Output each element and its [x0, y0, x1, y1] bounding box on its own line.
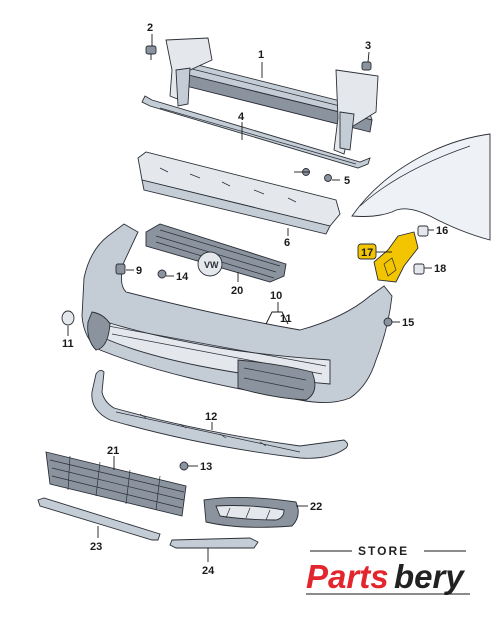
callout-23: 23 — [90, 541, 102, 553]
brand-parts-text: Parts — [306, 558, 389, 595]
brand-store-text: STORE — [358, 544, 409, 558]
part-12-lower-spoiler — [91, 369, 349, 459]
callout-10: 10 — [270, 290, 282, 302]
callout-2: 2 — [147, 22, 153, 34]
brand-logo: STORE Parts bery — [306, 544, 470, 595]
callout-13: 13 — [200, 461, 212, 473]
callout-18: 18 — [434, 263, 446, 275]
callout-11-left: 11 — [62, 338, 74, 350]
callout-14: 14 — [176, 271, 189, 283]
callout-numbers: 1 2 3 4 5 6 9 14 20 10 11 11 12 13 15 16… — [62, 22, 448, 577]
callout-12: 12 — [205, 411, 217, 423]
part-1-impact-beam — [165, 37, 379, 155]
callout-11-right: 11 — [280, 313, 292, 325]
callout-9: 9 — [136, 265, 142, 277]
part-20-upper-grille: VW — [145, 223, 287, 283]
part-22-fog-grille — [203, 496, 299, 528]
callout-21: 21 — [107, 445, 119, 457]
callout-17: 17 — [361, 247, 373, 259]
part-23-trim-strip — [37, 497, 161, 541]
part-24-fog-trim-strip — [169, 537, 259, 549]
part-17-bracket-highlighted — [373, 231, 419, 283]
callout-15: 15 — [402, 317, 414, 329]
svg-text:VW: VW — [204, 260, 219, 270]
part-4-upper-strip — [141, 95, 371, 169]
callout-16: 16 — [436, 225, 448, 237]
bumper-cover — [81, 223, 393, 403]
callout-22: 22 — [310, 501, 322, 513]
callout-24: 24 — [202, 565, 215, 577]
brand-bery-text: bery — [394, 558, 465, 595]
callout-4: 4 — [238, 111, 245, 123]
callout-5: 5 — [344, 175, 350, 187]
callout-20: 20 — [231, 285, 243, 297]
fender — [351, 133, 491, 241]
callout-17-badge — [357, 243, 377, 260]
leader-lines — [67, 34, 434, 562]
part-21-lower-grille — [45, 451, 187, 517]
part-6-energy-absorber — [137, 151, 341, 235]
callout-6: 6 — [284, 237, 290, 249]
callout-3: 3 — [365, 40, 371, 52]
callout-1: 1 — [258, 49, 264, 61]
